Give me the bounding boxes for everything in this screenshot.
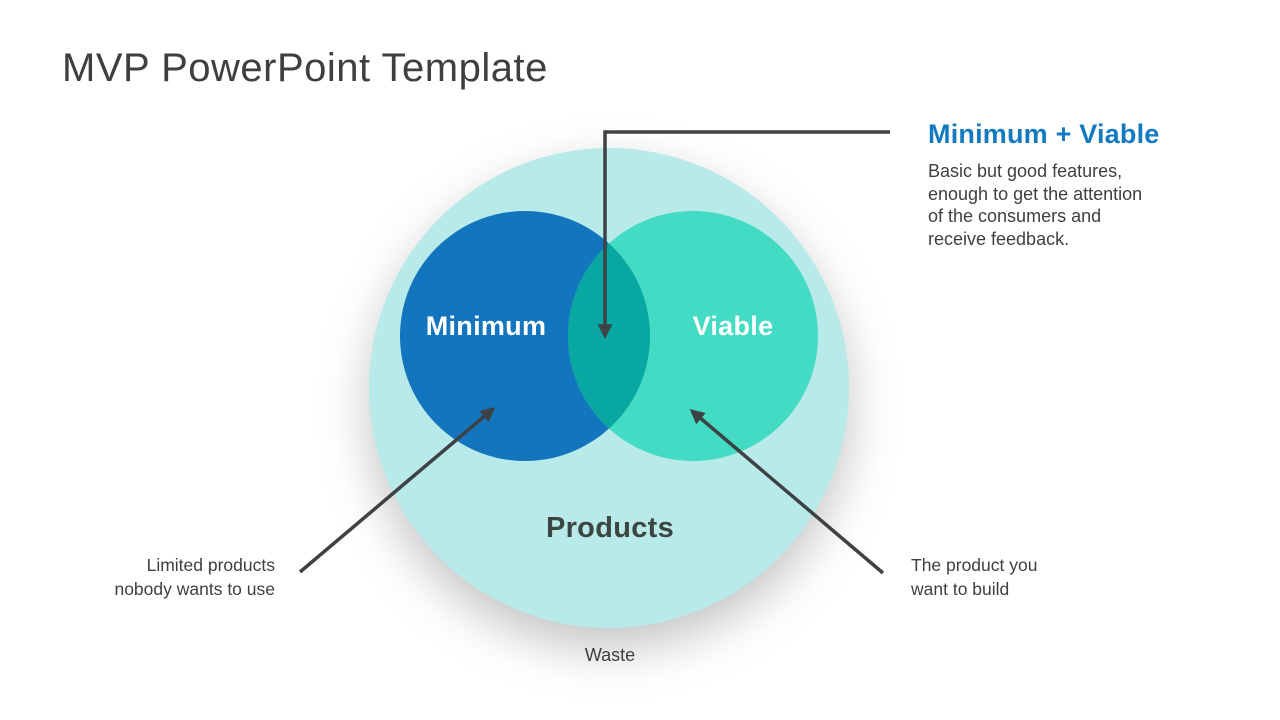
mvp-annotation-line: receive feedback. [928,228,1070,249]
mvp-connector-arrow [597,130,890,339]
viable-label: Viable [692,311,774,341]
mvp-annotation-heading: Minimum + Viable [928,119,1160,149]
overlap-region[interactable] [568,211,818,461]
mvp-annotation: Minimum + Viable Basic but good features… [928,119,1228,250]
viable-note-line: The product you [911,555,1038,575]
minimum-note: Limited products nobody wants to use [75,553,275,601]
mvp-annotation-body: Basic but good features, enough to get t… [928,160,1228,250]
minimum-note-line: nobody wants to use [114,579,275,599]
products-label: Products [545,512,675,544]
viable-note-line: want to build [911,579,1010,599]
viable-note-arrow [689,409,885,575]
mvp-annotation-line: of the consumers and [928,206,1102,226]
slide-title: MVP PowerPoint Template [62,46,548,90]
waste-label: Waste [584,645,636,665]
viable-note: The product you want to build [911,553,1111,601]
minimum-note-line: Limited products [146,555,275,575]
mvp-annotation-line: Basic but good features, [928,161,1123,181]
mvp-annotation-line: enough to get the attention [928,183,1143,204]
minimum-note-arrow [298,407,496,574]
minimum-label: Minimum [425,311,547,341]
